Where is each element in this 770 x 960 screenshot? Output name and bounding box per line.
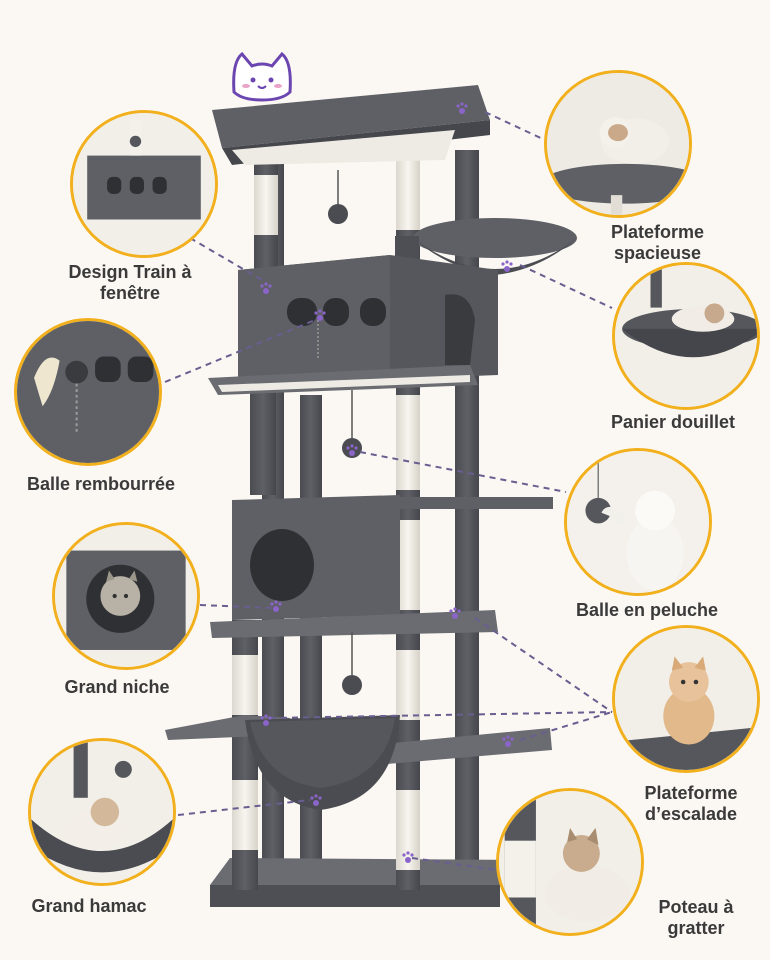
- label-panier-douillet: Panier douillet: [610, 412, 736, 432]
- label-grand-niche: Grand niche: [64, 677, 170, 697]
- sisal-posts: [232, 140, 420, 890]
- train-condo: [208, 255, 498, 395]
- label-plateforme-spacieuse: Plateforme spacieuse: [610, 222, 705, 263]
- label-poteau-gratter: Poteau à gratter: [658, 897, 734, 938]
- paw-print-icon: [402, 851, 414, 863]
- paw-print-icon: [310, 794, 322, 806]
- leader-lines: [164, 111, 613, 871]
- label-balle-rembourree: Balle rembourrée: [26, 474, 176, 494]
- hammock-level: [165, 715, 552, 810]
- callout-climbing-platform-photo: [612, 625, 760, 773]
- callout-ball-closeup-photo: [14, 318, 162, 466]
- top-platform: [212, 85, 490, 165]
- paw-print-icon: [502, 735, 514, 747]
- dangling-toys: [317, 170, 362, 695]
- paw-markers: [260, 102, 514, 863]
- cat-face-logo-icon: [232, 51, 292, 102]
- callout-plush-ball-photo: [564, 448, 712, 596]
- paw-print-icon: [260, 282, 272, 294]
- paw-print-icon: [314, 309, 326, 321]
- callout-condo-photo: [52, 522, 200, 670]
- label-grand-hamac: Grand hamac: [31, 896, 147, 916]
- label-design-train: Design Train à fenêtre: [68, 262, 192, 303]
- paw-print-icon: [260, 714, 272, 726]
- base-board: [210, 858, 520, 885]
- callout-hammock-photo: [28, 738, 176, 886]
- callout-basket-photo: [612, 262, 760, 410]
- paw-print-icon: [456, 102, 468, 114]
- label-plateforme-escalade: Plateforme d’escalade: [644, 783, 738, 824]
- paw-print-icon: [449, 607, 461, 619]
- callout-train-condo-photo: [70, 110, 218, 258]
- cube-condo: [210, 495, 553, 638]
- callout-top-platform-photo: [544, 70, 692, 218]
- label-balle-peluche: Balle en peluche: [575, 600, 719, 620]
- paw-print-icon: [501, 260, 513, 272]
- paw-print-icon: [346, 444, 358, 456]
- paw-print-icon: [270, 600, 282, 612]
- callout-scratching-post-photo: [496, 788, 644, 936]
